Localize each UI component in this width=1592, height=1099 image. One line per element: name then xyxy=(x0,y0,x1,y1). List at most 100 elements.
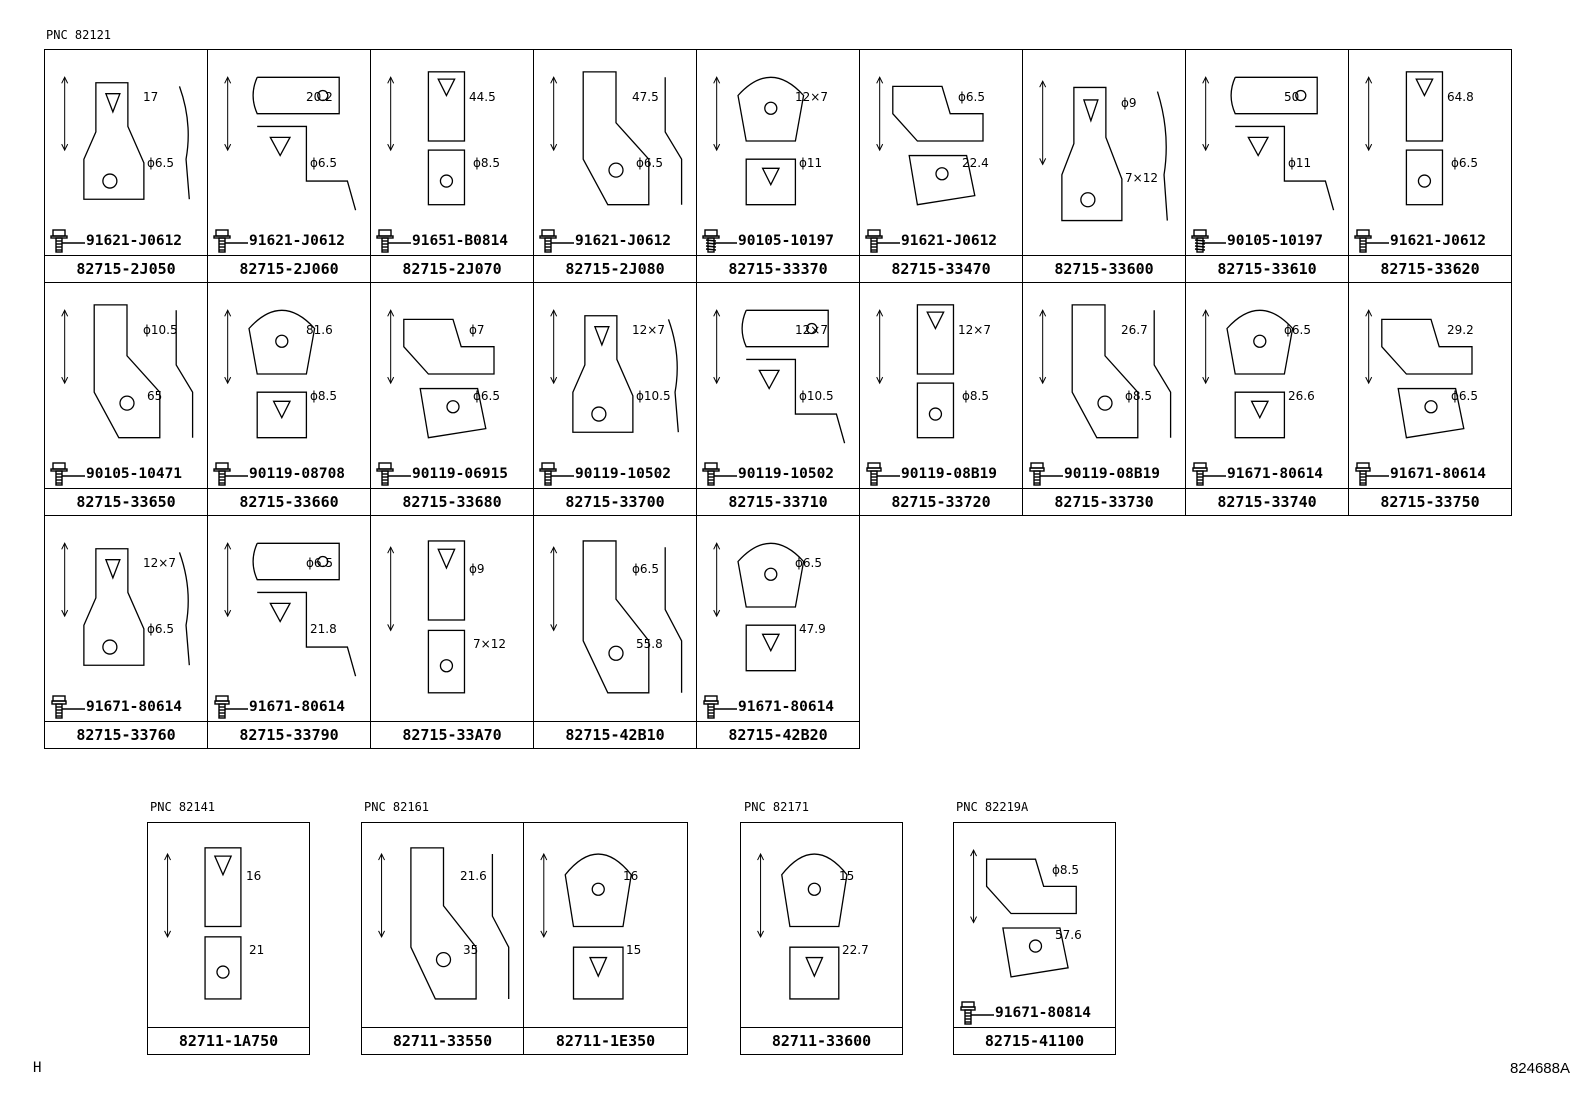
part-illustration xyxy=(224,309,316,439)
fastener-part-number[interactable]: 90105-10197 xyxy=(1227,233,1324,249)
dimension-label: ϕ6.5 xyxy=(306,556,333,570)
dimension-label: ϕ6.5 xyxy=(473,389,500,403)
fastener-callout: 91671-80614 xyxy=(1190,462,1324,486)
fastener-part-number[interactable]: 91621-J0612 xyxy=(86,233,183,249)
part-number[interactable]: 82715-2J060 xyxy=(208,255,370,282)
part-number[interactable]: 82711-33600 xyxy=(741,1027,902,1054)
fastener-part-number[interactable]: 90119-08708 xyxy=(249,466,346,482)
fastener-callout: 90119-08B19 xyxy=(1027,462,1161,486)
part-number[interactable]: 82715-41100 xyxy=(954,1027,1115,1054)
dimension-label: 65 xyxy=(147,389,163,403)
part-number[interactable]: 82715-33620 xyxy=(1349,255,1511,282)
part-number[interactable]: 82711-1E350 xyxy=(524,1027,687,1054)
fastener-part-number[interactable]: 90119-10502 xyxy=(575,466,672,482)
dimension-label: 47.5 xyxy=(632,90,659,104)
part-number[interactable]: 82715-33610 xyxy=(1186,255,1348,282)
fastener-part-number[interactable]: 90119-06915 xyxy=(412,466,509,482)
dimension-label: 7×12 xyxy=(1125,171,1158,185)
fastener-part-number[interactable]: 91671-80614 xyxy=(738,699,835,715)
washer-bolt-icon xyxy=(703,695,737,719)
fastener-part-number[interactable]: 91621-J0612 xyxy=(901,233,998,249)
part-number[interactable]: 82715-33730 xyxy=(1023,488,1185,515)
part-number[interactable]: 82715-33760 xyxy=(45,721,207,748)
dimension-label: ϕ6.5 xyxy=(632,562,659,576)
fastener-part-number[interactable]: 90119-08B19 xyxy=(1064,466,1161,482)
part-number[interactable]: 82715-33710 xyxy=(697,488,859,515)
part-number[interactable]: 82715-33720 xyxy=(860,488,1022,515)
part-number[interactable]: 82715-33650 xyxy=(45,488,207,515)
fastener-part-number[interactable]: 91671-80614 xyxy=(1227,466,1324,482)
part-number[interactable]: 82711-33550 xyxy=(362,1027,523,1054)
fastener-callout: 90105-10471 xyxy=(49,462,183,486)
dimension-label: 21.6 xyxy=(460,869,487,883)
fastener-part-number[interactable]: 91651-B0814 xyxy=(412,233,509,249)
part-illustration xyxy=(540,852,632,1000)
fastener-part-number[interactable]: 90119-08B19 xyxy=(901,466,998,482)
part-number[interactable]: 82715-33660 xyxy=(208,488,370,515)
part-number[interactable]: 82715-33470 xyxy=(860,255,1022,282)
part-number[interactable]: 82715-33700 xyxy=(534,488,696,515)
dimension-label: ϕ8.5 xyxy=(1125,389,1152,403)
part-number[interactable]: 82715-42B10 xyxy=(534,721,696,748)
part-number[interactable]: 82715-33A70 xyxy=(371,721,533,748)
fastener-part-number[interactable]: 91621-J0612 xyxy=(249,233,346,249)
part-number[interactable]: 82715-33680 xyxy=(371,488,533,515)
dimension-label: ϕ6.5 xyxy=(147,622,174,636)
part-number[interactable]: 82715-2J050 xyxy=(45,255,207,282)
fastener-part-number[interactable]: 91671-80814 xyxy=(995,1005,1092,1021)
part-illustration xyxy=(387,71,466,206)
fastener-callout: 91671-80614 xyxy=(1353,462,1487,486)
dimension-label: 12×7 xyxy=(632,323,665,337)
fastener-part-number[interactable]: 90105-10471 xyxy=(86,466,183,482)
flange-bolt-icon xyxy=(213,462,248,486)
part-number[interactable]: 82715-33600 xyxy=(1023,255,1185,282)
dimension-label: 12×7 xyxy=(143,556,176,570)
fastener-part-number[interactable]: 91671-80614 xyxy=(1390,466,1487,482)
part-number[interactable]: 82715-33370 xyxy=(697,255,859,282)
dimension-label: 57.6 xyxy=(1055,928,1082,942)
flange-bolt-icon xyxy=(50,229,85,253)
fastener-part-number[interactable]: 91671-80614 xyxy=(86,699,183,715)
part-number[interactable]: 82715-2J070 xyxy=(371,255,533,282)
fastener-part-number[interactable]: 91621-J0612 xyxy=(1390,233,1487,249)
part-number[interactable]: 82711-1A750 xyxy=(148,1027,309,1054)
part-number[interactable]: 82715-33740 xyxy=(1186,488,1348,515)
part-number[interactable]: 82715-33750 xyxy=(1349,488,1511,515)
part-number[interactable]: 82715-42B20 xyxy=(697,721,859,748)
fastener-part-number[interactable]: 91671-80614 xyxy=(249,699,346,715)
fastener-part-number[interactable]: 90105-10197 xyxy=(738,233,835,249)
fastener-part-number[interactable]: 90119-10502 xyxy=(738,466,835,482)
part-number[interactable]: 82715-33790 xyxy=(208,721,370,748)
part-illustration xyxy=(550,540,683,694)
part-number[interactable]: 82715-2J080 xyxy=(534,255,696,282)
fastener-part-number[interactable]: 91621-J0612 xyxy=(575,233,672,249)
part-cell[interactable]: 12×7 ϕ6.5 91671-80614 82715-33760 xyxy=(44,515,208,749)
